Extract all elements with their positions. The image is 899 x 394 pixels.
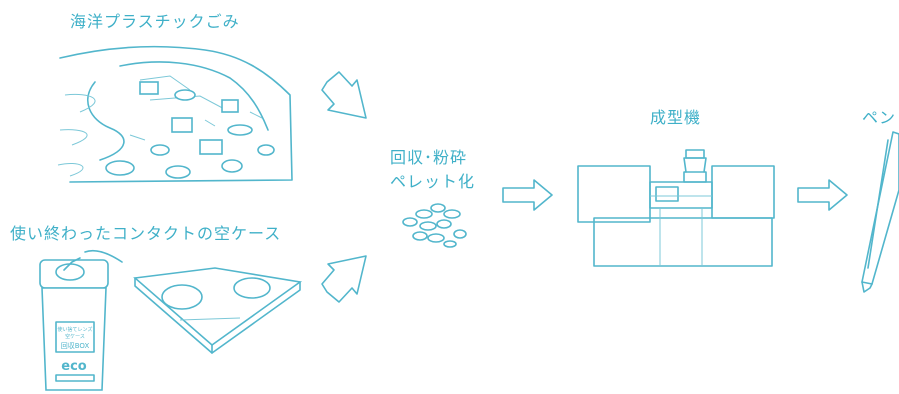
debris-bag [257,144,275,156]
molding-machine-illustration [577,149,775,267]
process-label: 回収･粉砕 ペレット化 [390,146,475,194]
pen-illustration [861,131,899,293]
debris-bag [165,165,191,179]
molding-machine-label: 成型機 [650,108,702,127]
debris-box [199,139,223,155]
arrow-icon [321,71,367,119]
debris-bottle [174,89,196,101]
debris-bag [105,160,135,176]
arrow-icon [502,179,553,211]
ocean-plastic-label: 海洋プラスチックごみ [70,12,240,31]
debris-bottle [227,124,253,136]
used-lens-cases-label: 使い終わったコンタクトの空ケース [10,224,282,243]
eco-logo: eco [61,359,87,374]
debris-box [221,99,239,113]
recycle-bin-illustration: 使い捨てレンズ 空ケース 回収BOX eco [39,249,123,391]
bin-label-line3: 回収BOX [61,342,90,350]
bin-label-line1: 使い捨てレンズ [58,326,93,333]
pen-label: ペン [862,108,897,127]
ocean-plastic-illustration [57,45,293,183]
debris-box [171,117,193,133]
debris-box [139,81,159,95]
lens-case-illustration [133,267,303,354]
debris-bottle [150,144,170,156]
arrow-icon [321,255,367,303]
bin-label-line2: 空ケース [65,333,85,340]
process-label-line2: ペレット化 [390,172,476,191]
arrow-icon [797,179,848,211]
debris-bag [221,159,243,173]
process-label-line1: 回収･粉砕 [390,148,468,167]
pellets-illustration [402,203,467,248]
